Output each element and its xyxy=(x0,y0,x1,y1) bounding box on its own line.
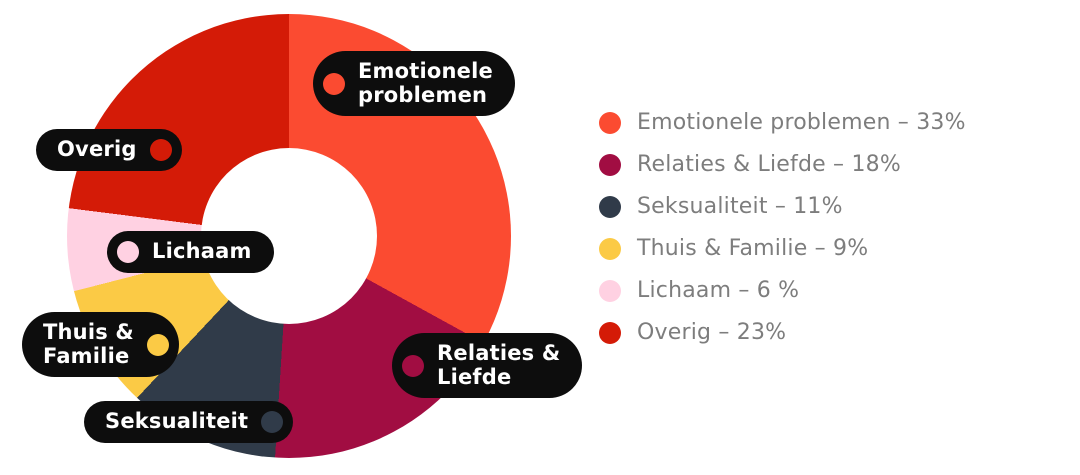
legend-overig-dot-icon xyxy=(599,321,621,344)
emotionele-problemen-dot-icon xyxy=(323,72,345,95)
thuis-familie-dot-icon xyxy=(146,333,169,356)
legend-emotionele-problemen-dot-icon xyxy=(599,111,621,134)
lichaam-dot-icon xyxy=(117,240,139,263)
legend-item-emotionele-problemen: Emotionele problemen – 33% xyxy=(599,110,966,135)
relaties-liefde-dot-icon xyxy=(402,354,424,377)
legend: Emotionele problemen – 33% Relaties & Li… xyxy=(599,110,966,345)
seksualiteit-dot-icon xyxy=(261,410,284,433)
legend-relaties-liefde-label: Relaties & Liefde – 18% xyxy=(637,152,901,177)
callout-seksualiteit: Seksualiteit xyxy=(84,401,294,443)
legend-item-overig: Overig – 23% xyxy=(599,320,966,345)
callout-seksualiteit-label: Seksualiteit xyxy=(105,409,249,433)
legend-item-relaties-liefde: Relaties & Liefde – 18% xyxy=(599,152,966,177)
legend-thuis-familie-dot-icon xyxy=(599,237,621,260)
legend-thuis-familie-label: Thuis & Familie – 9% xyxy=(637,236,869,261)
legend-emotionele-problemen-label: Emotionele problemen – 33% xyxy=(637,110,966,135)
legend-overig-label: Overig – 23% xyxy=(637,320,787,345)
legend-lichaam-dot-icon xyxy=(599,279,621,302)
callout-relaties-liefde: Relaties & Liefde xyxy=(392,333,583,399)
callout-overig: Overig xyxy=(36,129,182,171)
legend-item-seksualiteit: Seksualiteit – 11% xyxy=(599,194,966,219)
callout-emotionele-problemen-label: Emotionele problemen xyxy=(358,59,493,107)
legend-seksualiteit-label: Seksualiteit – 11% xyxy=(637,194,843,219)
callout-emotionele-problemen: Emotionele problemen xyxy=(313,51,515,117)
callout-lichaam-label: Lichaam xyxy=(152,239,252,263)
callout-thuis-familie: Thuis & Familie xyxy=(22,312,179,378)
legend-lichaam-label: Lichaam – 6 % xyxy=(637,278,800,303)
callout-lichaam: Lichaam xyxy=(107,231,274,273)
legend-seksualiteit-dot-icon xyxy=(599,195,621,218)
legend-item-thuis-familie: Thuis & Familie – 9% xyxy=(599,236,966,261)
callout-relaties-liefde-label: Relaties & Liefde xyxy=(437,341,561,389)
callout-thuis-familie-label: Thuis & Familie xyxy=(43,320,134,368)
legend-item-lichaam: Lichaam – 6 % xyxy=(599,278,966,303)
legend-relaties-liefde-dot-icon xyxy=(599,153,621,176)
overig-dot-icon xyxy=(149,138,172,161)
callout-overig-label: Overig xyxy=(57,137,137,161)
